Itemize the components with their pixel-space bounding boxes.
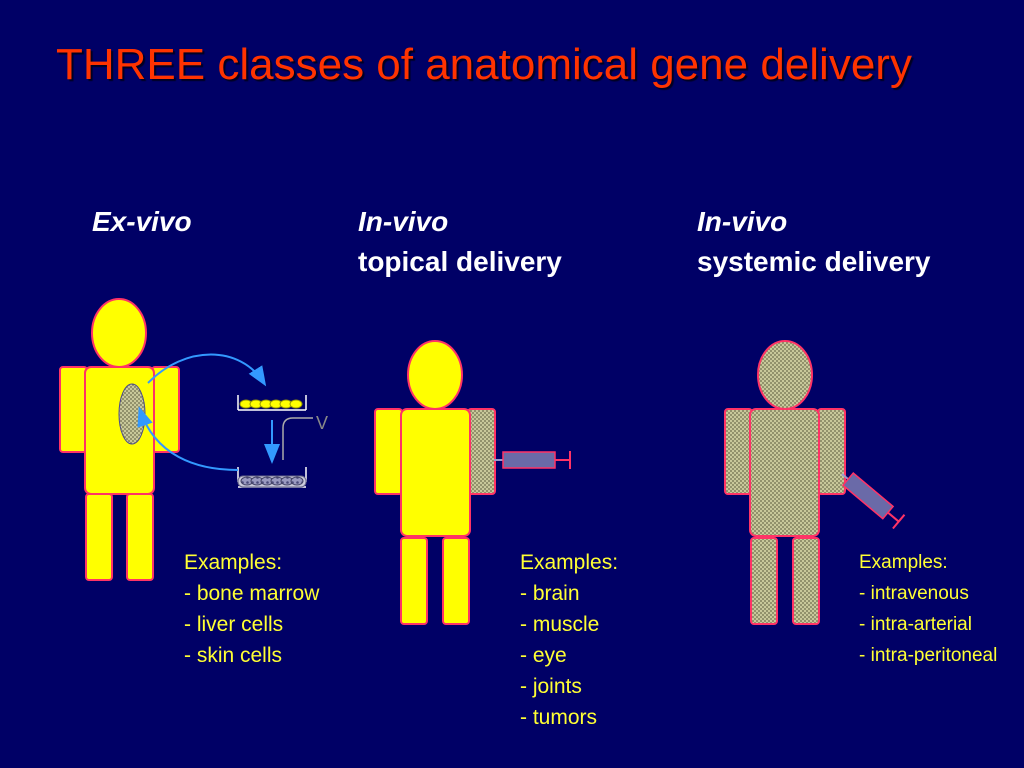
reinfuse-arrow [137, 406, 239, 471]
examples-label: Examples: [520, 551, 619, 574]
syringe-icon [841, 471, 906, 530]
heading-ex-vivo: Ex-vivo [92, 206, 192, 237]
figure1-torso [84, 366, 155, 495]
figure1-right-leg [126, 493, 154, 581]
vector-line [282, 417, 313, 460]
list-item: - intra-peritoneal [859, 645, 998, 666]
figure2-torso [400, 408, 471, 537]
list-item: - eye [520, 644, 567, 667]
examples-ex-vivo: Examples: - bone marrow - liver cells - … [184, 547, 319, 671]
figure-ex-vivo [59, 298, 180, 581]
list-item: - bone marrow [184, 582, 320, 605]
slide-title: THREE classes of anatomical gene deliver… [56, 40, 912, 89]
examples-systemic: Examples: - intravenous - intra-arterial… [859, 547, 997, 671]
examples-label: Examples: [184, 551, 283, 574]
syringe-icon [494, 451, 571, 469]
list-item: - liver cells [184, 613, 284, 636]
examples-label: Examples: [859, 552, 948, 573]
list-item: - intra-arterial [859, 614, 972, 635]
heading-in-vivo-topical: In-vivo [358, 206, 449, 237]
dish-transduced-cells [237, 475, 307, 488]
figure3-left-leg [750, 537, 778, 625]
column-topical-heading: In-vivo topical delivery [358, 202, 562, 282]
list-item: - muscle [520, 613, 600, 636]
figure3-torso [749, 408, 820, 537]
figure1-head [91, 298, 147, 368]
figure1-left-leg [85, 493, 113, 581]
column-systemic-heading: In-vivo systemic delivery [697, 202, 931, 282]
figure1-left-arm [59, 366, 88, 453]
column-ex-vivo-heading: Ex-vivo [92, 202, 192, 242]
heading-in-vivo-systemic: In-vivo [697, 206, 788, 237]
extract-arrow [147, 353, 267, 387]
figure3-left-arm [724, 408, 753, 495]
list-item: - intravenous [859, 583, 969, 604]
figure3-right-leg [792, 537, 820, 625]
subheading-systemic-delivery: systemic delivery [697, 246, 931, 277]
figure2-right-arm-treated [467, 408, 496, 495]
dish-untreated-cells [239, 399, 303, 409]
figure-in-vivo-systemic [724, 340, 906, 625]
list-item: - joints [520, 675, 582, 698]
culture-process: V [137, 353, 328, 488]
list-item: - brain [520, 582, 580, 605]
figure2-left-leg [400, 537, 428, 625]
figure3-head [757, 340, 813, 410]
subheading-topical-delivery: topical delivery [358, 246, 562, 277]
figure3-right-arm [817, 408, 846, 495]
figure-in-vivo-topical [374, 340, 571, 625]
examples-topical: Examples: - brain - muscle - eye - joint… [520, 547, 618, 733]
list-item: - skin cells [184, 644, 283, 667]
vector-label: V [316, 413, 328, 433]
figure2-head [407, 340, 463, 410]
figure2-right-leg [442, 537, 470, 625]
figure2-left-arm [374, 408, 403, 495]
list-item: - tumors [520, 706, 598, 729]
